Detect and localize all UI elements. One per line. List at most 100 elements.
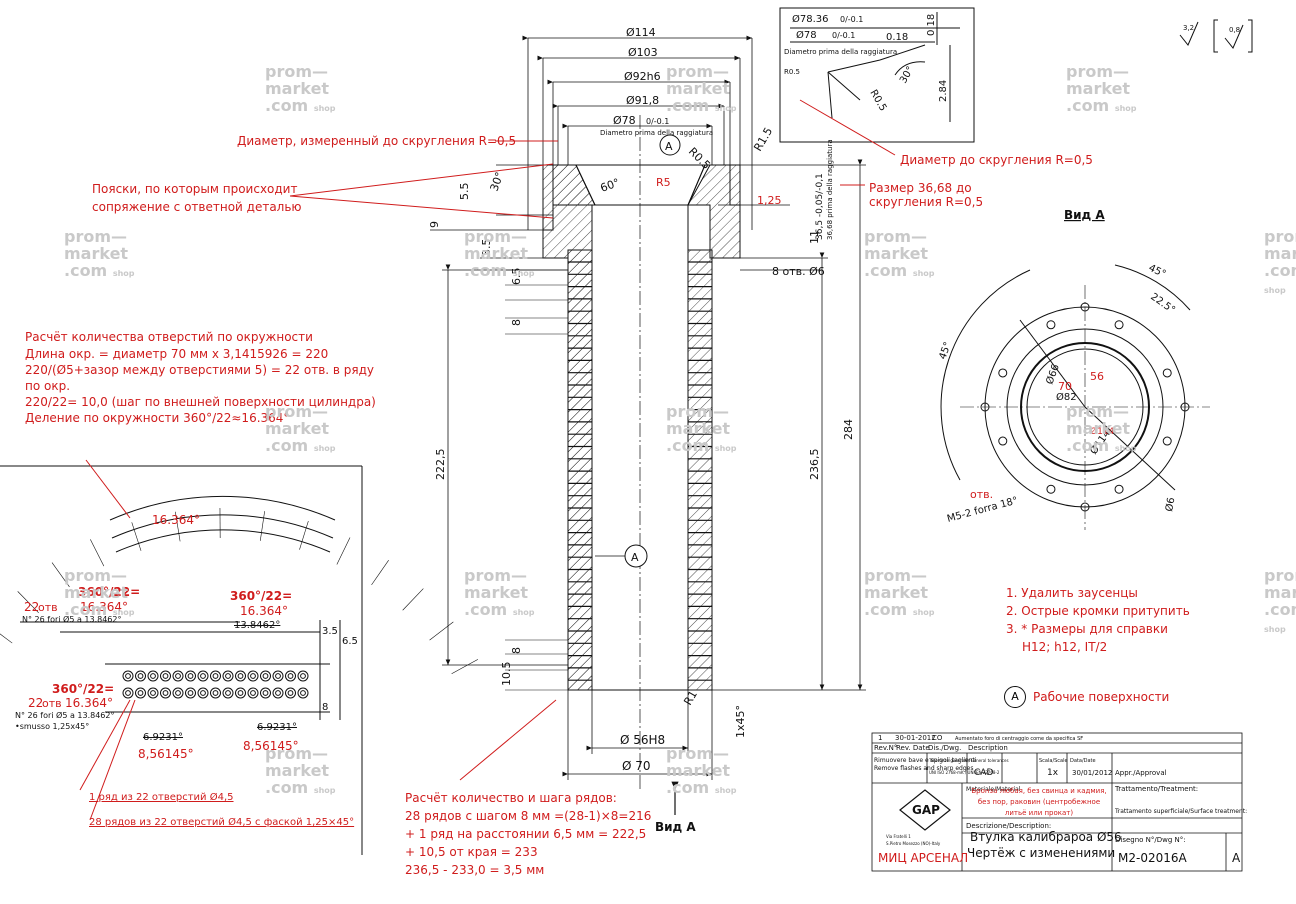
note-formula-a: 360°/22= <box>78 585 141 599</box>
row-hole-top <box>197 670 209 682</box>
title-block-text: 1 30-01-2012 CO Aumentato foro di centra… <box>874 734 1247 865</box>
watermark-16: prom—market.com shop <box>666 744 737 797</box>
arc-tick <box>175 511 181 542</box>
tb-remove: Rimuovere bave e spigoli taglienti <box>874 757 977 764</box>
roughness-symbols <box>1179 19 1253 53</box>
left-body-wall <box>567 249 593 691</box>
tb-company: МИЦ АРСЕНАЛ <box>878 851 969 865</box>
note-size-1: Размер 36,68 до <box>869 181 972 195</box>
watermark-12: prom—market.com shop <box>464 566 535 619</box>
row-hole-top-inner <box>175 673 181 679</box>
datum-a-label-1: A <box>665 140 673 153</box>
row-hole-top <box>122 670 134 682</box>
note-calc-holes-2: 220/(Ø5+зазор между отверстиями 5) = 22 … <box>25 363 375 377</box>
row-hole-bottom-inner <box>187 690 194 696</box>
dim-365-sub: 36,68 prima della raggiatura <box>826 139 834 240</box>
note-calc-holes-1: Длина окр. = диаметр 70 мм х 3,1415926 =… <box>25 347 329 361</box>
watermark-1: prom—market.com shop <box>265 62 336 115</box>
watermark-13: prom—market.com shop <box>864 566 935 619</box>
dim-8a: 8 <box>510 319 523 326</box>
row-hole-top-inner <box>275 673 281 679</box>
row-hole-top-inner <box>225 673 231 679</box>
arc-tick <box>371 560 389 586</box>
detail-d78: Ø78 <box>796 29 817 41</box>
row-hole-top-inner <box>237 673 244 679</box>
row-hole-bottom <box>235 687 246 699</box>
bolt-hole <box>998 436 1008 446</box>
dim-9: 9 <box>428 221 441 228</box>
detail-note: Diametro prima della raggiatura <box>784 48 897 56</box>
note-angle-a1: 6.9231° <box>143 732 183 743</box>
view-a-225: 22.5° <box>1148 291 1177 316</box>
tb-rev-letter: A <box>1232 851 1241 865</box>
left-detail <box>0 465 479 855</box>
bolt-hole <box>998 368 1008 378</box>
row-hole-bottom <box>272 687 284 699</box>
row-hole-bottom-inner <box>250 690 256 696</box>
note-smusso: •smusso 1,25x45° <box>15 722 90 731</box>
datum-a-legend-icon: A <box>1004 686 1026 708</box>
row-hole-top-inner <box>187 673 194 679</box>
note-value-b: 16.364° <box>240 604 288 618</box>
tb-date: Rev. Date <box>896 744 930 752</box>
row-hole-top-inner <box>300 673 306 679</box>
note-calc-rows-2: + 1 ряд на расстоянии 6,5 мм = 222,5 <box>405 827 647 841</box>
row-hole-top-inner <box>200 673 206 679</box>
watermark-4: prom—market.com shop <box>64 227 135 280</box>
row-hole-top-inner <box>250 673 256 679</box>
dim-55: 5.5 <box>458 183 471 201</box>
row-hole-bottom <box>197 687 209 699</box>
view-a-70: 70 <box>1058 380 1072 393</box>
dim-tol: 0/-0.1 <box>646 117 669 126</box>
row-hole-bottom-inner <box>137 690 144 696</box>
note-working-surfaces: Рабочие поверхности <box>1033 690 1170 704</box>
tb-surface: Trattamento superficiale/Surface treatme… <box>1114 808 1247 815</box>
note-angle-b1: 8,56145° <box>138 747 194 761</box>
dim-125: 1,25 <box>757 194 782 207</box>
dim-60: 60° <box>599 176 622 195</box>
view-a-title: Вид А <box>1064 208 1105 222</box>
req-4: H12; h12, IT/2 <box>1022 640 1108 654</box>
dim-30: 30° <box>488 170 507 193</box>
req-2: 2. Острые кромки притупить <box>1006 604 1190 618</box>
note-fori-a: N° 26 fori Ø5 a 13.8462° <box>22 615 122 624</box>
row-hole-bottom-inner <box>237 690 244 696</box>
bolt-hole <box>1162 368 1172 378</box>
tb-address-2: S.Pietro Mosezzo (NO)-Italy <box>886 841 941 846</box>
note-calc-holes-3: по окр. <box>25 379 71 393</box>
tb-rev: Rev.N° <box>874 744 897 752</box>
row-hole-bottom-inner <box>275 690 281 696</box>
left-step-dims <box>505 269 568 691</box>
dim-11: 11 <box>808 230 821 244</box>
dim-rule: Diametro prima della raggiatura <box>600 129 713 137</box>
detail-tol-1: 0/-0.1 <box>840 15 863 24</box>
dim-r5: R5 <box>656 176 671 189</box>
row-hole-top-inner <box>212 673 219 679</box>
row-hole-bottom <box>122 687 134 699</box>
tb-material: Бронза любая, без свинца и кадмия, без п… <box>971 787 1107 817</box>
row-hole-top <box>297 670 309 682</box>
row-hole-bottom <box>172 687 184 699</box>
note-belts-1: Пояски, по которым происходит <box>92 182 298 196</box>
dim-105: 10.5 <box>500 662 513 687</box>
tb-date-label: Data/Date <box>1070 758 1096 764</box>
bolt-hole <box>1162 436 1172 446</box>
detail-box <box>779 7 975 143</box>
watermark-11: prom—market.com shop <box>64 566 135 619</box>
dim-284: 284 <box>842 419 855 440</box>
dim-35: 3.5 <box>480 239 493 257</box>
row-hole-top-inner <box>162 673 169 679</box>
arc-tick <box>17 591 39 614</box>
dim-d918: Ø91,8 <box>626 94 659 107</box>
arc-tick <box>451 659 479 675</box>
tb-scale-label: Scala/Scale <box>1039 758 1068 764</box>
note-dim-b: 13.8462° <box>234 620 281 631</box>
detail-r05-b: R0.5 <box>867 88 888 113</box>
arc-tick <box>259 511 265 541</box>
note-angle-b2: 8,56145° <box>243 739 299 753</box>
note-calc-holes-4: 220/22= 10,0 (шаг по внешней поверхности… <box>25 395 376 409</box>
watermark-9: prom—market.com shop <box>666 402 737 455</box>
note-calc-holes-5: Деление по окружности 360°/22≈16.364° <box>25 411 290 425</box>
note-count-b-unit: отв <box>42 697 62 710</box>
note-detail-8: 8 <box>322 702 329 713</box>
